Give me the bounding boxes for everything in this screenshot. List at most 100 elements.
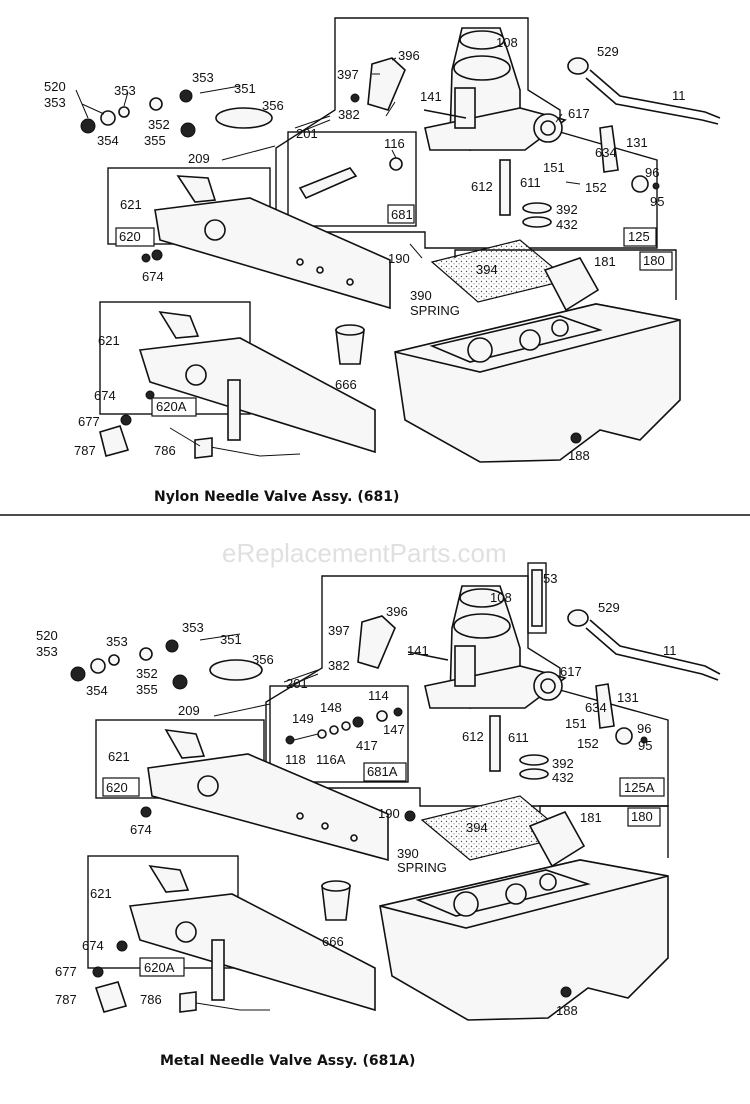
- part-label-spring: SPRING: [410, 303, 460, 318]
- part-label-674: 674: [82, 938, 104, 953]
- part-label-787: 787: [55, 992, 77, 1007]
- part-label-118: 118: [285, 752, 306, 767]
- part-label-114: 114: [368, 688, 389, 703]
- part-label-353: 353: [36, 644, 58, 659]
- fuel-tank-180: [394, 303, 681, 463]
- wire-786-b: [189, 1001, 270, 1011]
- part-label-396: 396: [386, 604, 408, 619]
- part-label-188: 188: [556, 1003, 578, 1018]
- valve-131: [599, 125, 619, 173]
- part-label-432: 432: [556, 217, 578, 232]
- part-label-53: 53: [543, 571, 557, 586]
- shaft-141: [423, 109, 467, 119]
- part-label-209: 209: [178, 703, 200, 718]
- part-label-353: 353: [192, 70, 214, 85]
- part-label-786: 786: [154, 443, 176, 458]
- part-label-96: 96: [637, 721, 651, 736]
- part-label-148: 148: [320, 700, 342, 715]
- part-label-392: 392: [552, 756, 574, 771]
- part-label-620a: 620A: [156, 399, 187, 414]
- control-plate-620-b: [147, 753, 389, 862]
- part-label-612: 612: [471, 179, 493, 194]
- part-label-394: 394: [476, 262, 498, 277]
- part-label-141: 141: [407, 643, 429, 658]
- part-label-96: 96: [645, 165, 659, 180]
- part-label-397: 397: [328, 623, 350, 638]
- part-label-352: 352: [148, 117, 170, 132]
- part-label-634: 634: [595, 145, 617, 160]
- washer-cluster-b: [70, 639, 263, 690]
- caption-bottom: Metal Needle Valve Assy. (681A): [160, 1053, 415, 1069]
- part-label-397: 397: [337, 67, 359, 82]
- part-label-209: 209: [188, 151, 210, 166]
- part-label-394: 394: [466, 820, 488, 835]
- top-diagram: 520 353 354 353 352 355 353 351 356 397 …: [44, 17, 721, 505]
- wire-786: [204, 445, 301, 457]
- part-label-151: 151: [565, 716, 587, 731]
- part-label-190: 190: [388, 251, 410, 266]
- part-label-621: 621: [98, 333, 120, 348]
- part-label-131: 131: [617, 690, 639, 705]
- fuel-tank-180-b: [379, 859, 669, 1021]
- part-label-180: 180: [631, 809, 653, 824]
- watermark: eReplacementParts.com: [222, 538, 507, 568]
- part-label-353: 353: [182, 620, 204, 635]
- part-label-351: 351: [234, 81, 256, 96]
- part-label-352: 352: [136, 666, 158, 681]
- part-label-108: 108: [496, 35, 518, 50]
- fuel-pipe-11: [589, 69, 721, 119]
- part-label-396: 396: [398, 48, 420, 63]
- part-label-787: 787: [74, 443, 96, 458]
- part-label-356: 356: [252, 652, 274, 667]
- part-label-141: 141: [420, 89, 442, 104]
- part-label-786: 786: [140, 992, 162, 1007]
- part-label-417: 417: [356, 738, 378, 753]
- part-label-382: 382: [338, 107, 360, 122]
- part-label-612: 612: [462, 729, 484, 744]
- part-label-201: 201: [296, 126, 318, 141]
- part-label-681a: 681A: [367, 764, 398, 779]
- elbow-181-b: [528, 810, 586, 868]
- elbow-529: [567, 57, 589, 75]
- part-label-617: 617: [560, 664, 582, 679]
- elbow-181: [543, 257, 600, 312]
- part-label-520: 520: [36, 628, 58, 643]
- part-label-11: 11: [672, 88, 686, 103]
- part-label-180: 180: [643, 253, 665, 268]
- part-label-151: 151: [543, 160, 565, 175]
- part-label-116a: 116A: [316, 752, 346, 767]
- part-label-201: 201: [286, 676, 308, 691]
- part-label-353: 353: [106, 634, 128, 649]
- part-label-355: 355: [136, 682, 158, 697]
- part-label-152: 152: [585, 180, 607, 195]
- part-label-674: 674: [94, 388, 116, 403]
- part-label-125: 125: [628, 229, 650, 244]
- part-label-677: 677: [78, 414, 100, 429]
- shaft-141-b: [407, 651, 449, 661]
- part-label-116: 116: [384, 136, 405, 151]
- part-label-432: 432: [552, 770, 574, 785]
- part-label-611: 611: [508, 730, 529, 745]
- part-label-356: 356: [262, 98, 284, 113]
- part-label-620: 620: [106, 780, 128, 795]
- part-396: [367, 57, 406, 111]
- part-label-355: 355: [144, 133, 166, 148]
- part-label-181: 181: [580, 810, 602, 825]
- part-label-188: 188: [568, 448, 590, 463]
- bottom-diagram: 520 353 354 353 352 355 353 351 356 397 …: [36, 562, 721, 1069]
- needle-valve-box-681a: [269, 685, 409, 783]
- part-label-108: 108: [490, 590, 512, 605]
- part-396-b: [357, 615, 396, 669]
- part-label-181: 181: [594, 254, 616, 269]
- carburetor-body-b: [424, 585, 567, 709]
- needle-valve-box-681: [287, 131, 417, 227]
- part-label-354: 354: [86, 683, 108, 698]
- carburetor-group-outline: [275, 17, 658, 249]
- part-label-95: 95: [638, 738, 652, 753]
- part-label-390: 390: [397, 846, 419, 861]
- part-label-11: 11: [663, 643, 677, 658]
- part-53-box: [527, 562, 547, 634]
- part-label-681: 681: [391, 207, 413, 222]
- part-label-634: 634: [585, 700, 607, 715]
- part-label-621: 621: [120, 197, 142, 212]
